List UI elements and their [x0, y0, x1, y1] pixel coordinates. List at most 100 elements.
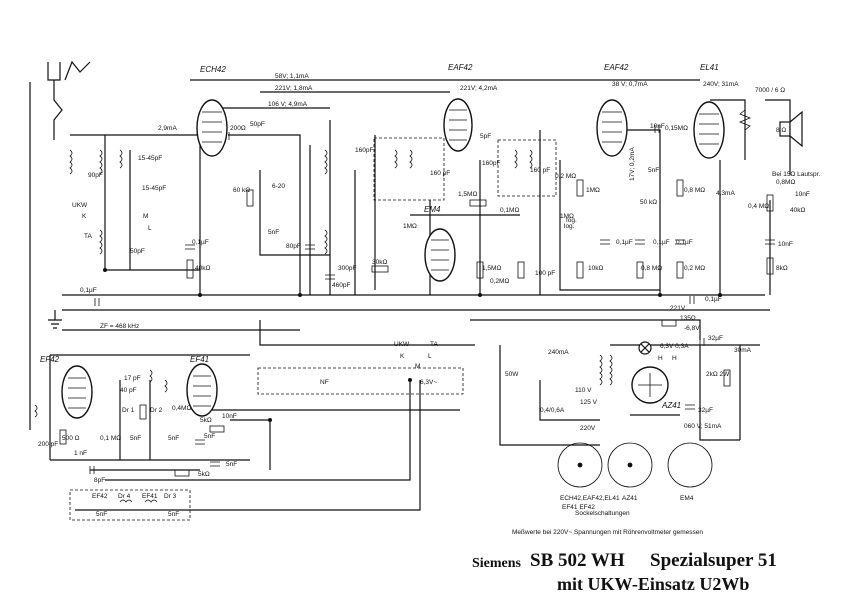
label-sock4: EM4	[680, 495, 694, 502]
label-r02mc: 0,2 MΩ	[684, 265, 705, 272]
label-v106: 106 V; 4,9mA	[268, 101, 308, 108]
label-c5n: 5nF	[268, 229, 279, 236]
label-r02mb: 0,2 MΩ	[555, 173, 576, 180]
label-c10nd: 10nF	[222, 413, 237, 420]
tube-eaf42-b	[596, 99, 628, 157]
label-c80: 80pF	[286, 243, 301, 250]
label-r50k: 50 kΩ	[640, 199, 657, 206]
label-c01e: 0,1µF	[705, 296, 722, 303]
label-r01m: 0,1MΩ	[500, 207, 519, 214]
label-v221b: 221V; 4,2mA	[460, 85, 498, 92]
wiring	[49, 79, 791, 511]
dashed-shields	[69, 137, 557, 521]
label-c4mA: 4,3mA	[716, 190, 735, 197]
label-r1m: 1MΩ	[403, 223, 417, 230]
label-c5nb: 5nF	[648, 167, 659, 174]
speaker	[779, 110, 803, 148]
label-r02m: 0,2MΩ	[490, 278, 509, 285]
label-bei15: Bei 15Ω Lautspr.	[772, 171, 820, 178]
label-r500: 500 Ω	[62, 435, 80, 442]
resistors	[59, 126, 774, 477]
label-c5nc: 5nF	[130, 435, 141, 442]
label-ech42: ECH42	[200, 65, 226, 74]
label-uk: UKW	[394, 341, 410, 348]
label-nf: NF	[320, 379, 329, 386]
label-r135: 135Ω	[680, 315, 696, 322]
label-r1mlog: 1MΩ	[560, 213, 574, 220]
label-i29: 2,9mA	[158, 125, 177, 132]
label-r200: 200Ω	[230, 125, 246, 132]
label-r5kb: 5kΩ	[198, 471, 210, 478]
label-c32: 32µF	[708, 335, 723, 342]
label-ta2: TA	[430, 341, 438, 348]
label-c90: 90pF	[88, 172, 103, 179]
label-c5nf: 5nF	[226, 461, 237, 468]
label-eaf42-a: EAF42	[448, 63, 473, 72]
label-f04: 0,4/0,6A	[540, 407, 565, 414]
label-l2: L	[428, 353, 432, 360]
label-c50b: 50pF	[130, 248, 145, 255]
label-c620: 6-20	[272, 183, 285, 190]
label-spk8: 8 Ω	[776, 127, 786, 134]
label-ef42: EF42	[40, 355, 60, 364]
label-l: L	[148, 225, 152, 232]
label-c460: 460pF	[332, 282, 350, 289]
label-c200: 200 pF	[38, 441, 58, 448]
label-sock: Sockelschaltungen	[575, 510, 630, 517]
label-m68: -6,8V	[684, 325, 700, 332]
label-v240: 240V; 31mA	[703, 81, 739, 88]
label-k2: K	[400, 353, 405, 360]
label-c40: 40 pF	[120, 387, 137, 394]
capacitors	[89, 125, 775, 474]
coils	[34, 109, 752, 503]
label-r2k: 2kΩ 2W	[706, 371, 730, 378]
label-v125: 125 V	[580, 399, 598, 406]
label-k: K	[82, 213, 87, 220]
component-labels: 58V; 1,1mA 221V; 1,8mA 106 V; 4,9mA 221V…	[38, 73, 820, 536]
label-c10n: 10nF	[650, 123, 665, 130]
label-v58: 58V; 1,1mA	[275, 73, 309, 80]
tube-ech42	[196, 99, 228, 157]
model-name: SB 502 WH	[530, 550, 625, 571]
label-sock3: AZ41	[622, 495, 638, 502]
label-c01: 0,1µF	[192, 239, 209, 246]
tube-az41	[631, 366, 669, 404]
label-meas: Meßwerte bei 220V~ Spannungen mit Röhren…	[512, 529, 703, 536]
label-eaf42-b: EAF42	[604, 63, 629, 72]
label-c10nc: 10nF	[778, 241, 793, 248]
label-zf: ZF = 468 kHz	[100, 323, 139, 330]
socket-diagrams	[557, 442, 713, 488]
label-log: log.	[564, 223, 575, 230]
tube-eaf42-a	[443, 98, 473, 152]
label-c1545a: 15-45pF	[138, 155, 162, 162]
label-ef41: EF41	[190, 355, 209, 364]
label-m2: M	[415, 363, 420, 370]
pilot-lamp	[638, 341, 652, 355]
label-sock1: ECH42,EAF42,EL41	[560, 495, 620, 502]
label-v110: 110 V	[575, 387, 592, 394]
label-c5pf: 5pF	[480, 133, 491, 140]
set-name: Spezialsuper 51	[650, 550, 777, 571]
label-ukw: UKW	[72, 202, 88, 209]
subtitle: mit UKW-Einsatz U2Wb	[557, 574, 750, 594]
label-m240: 240mA	[548, 349, 569, 356]
label-e41: EF41	[142, 493, 158, 500]
label-c01b: 0,1µF	[616, 239, 633, 246]
label-r015: 0,15MΩ	[665, 125, 688, 132]
maker-name: Siemens	[472, 556, 521, 571]
label-v060: 060 V; 51mA	[684, 423, 722, 430]
label-c300: 300pF	[338, 265, 356, 272]
label-c50: 50pF	[250, 121, 265, 128]
label-r15m: 1,5MΩ	[458, 191, 477, 198]
label-r10k: 10kΩ	[588, 265, 603, 272]
label-pilot: 6,3V 0,3A	[660, 343, 689, 350]
label-r40k: 40kΩ	[195, 265, 210, 272]
label-r01: 0,1 MΩ	[100, 435, 121, 442]
label-c10nb: 10nF	[795, 191, 810, 198]
label-e42: EF42	[92, 493, 108, 500]
label-dr1: Dr 1	[122, 407, 135, 414]
label-m: M	[143, 213, 148, 220]
label-r04m: 0,4 MΩ	[748, 203, 769, 210]
label-r8k: 8kΩ	[776, 265, 788, 272]
tube-ef41	[186, 363, 218, 417]
